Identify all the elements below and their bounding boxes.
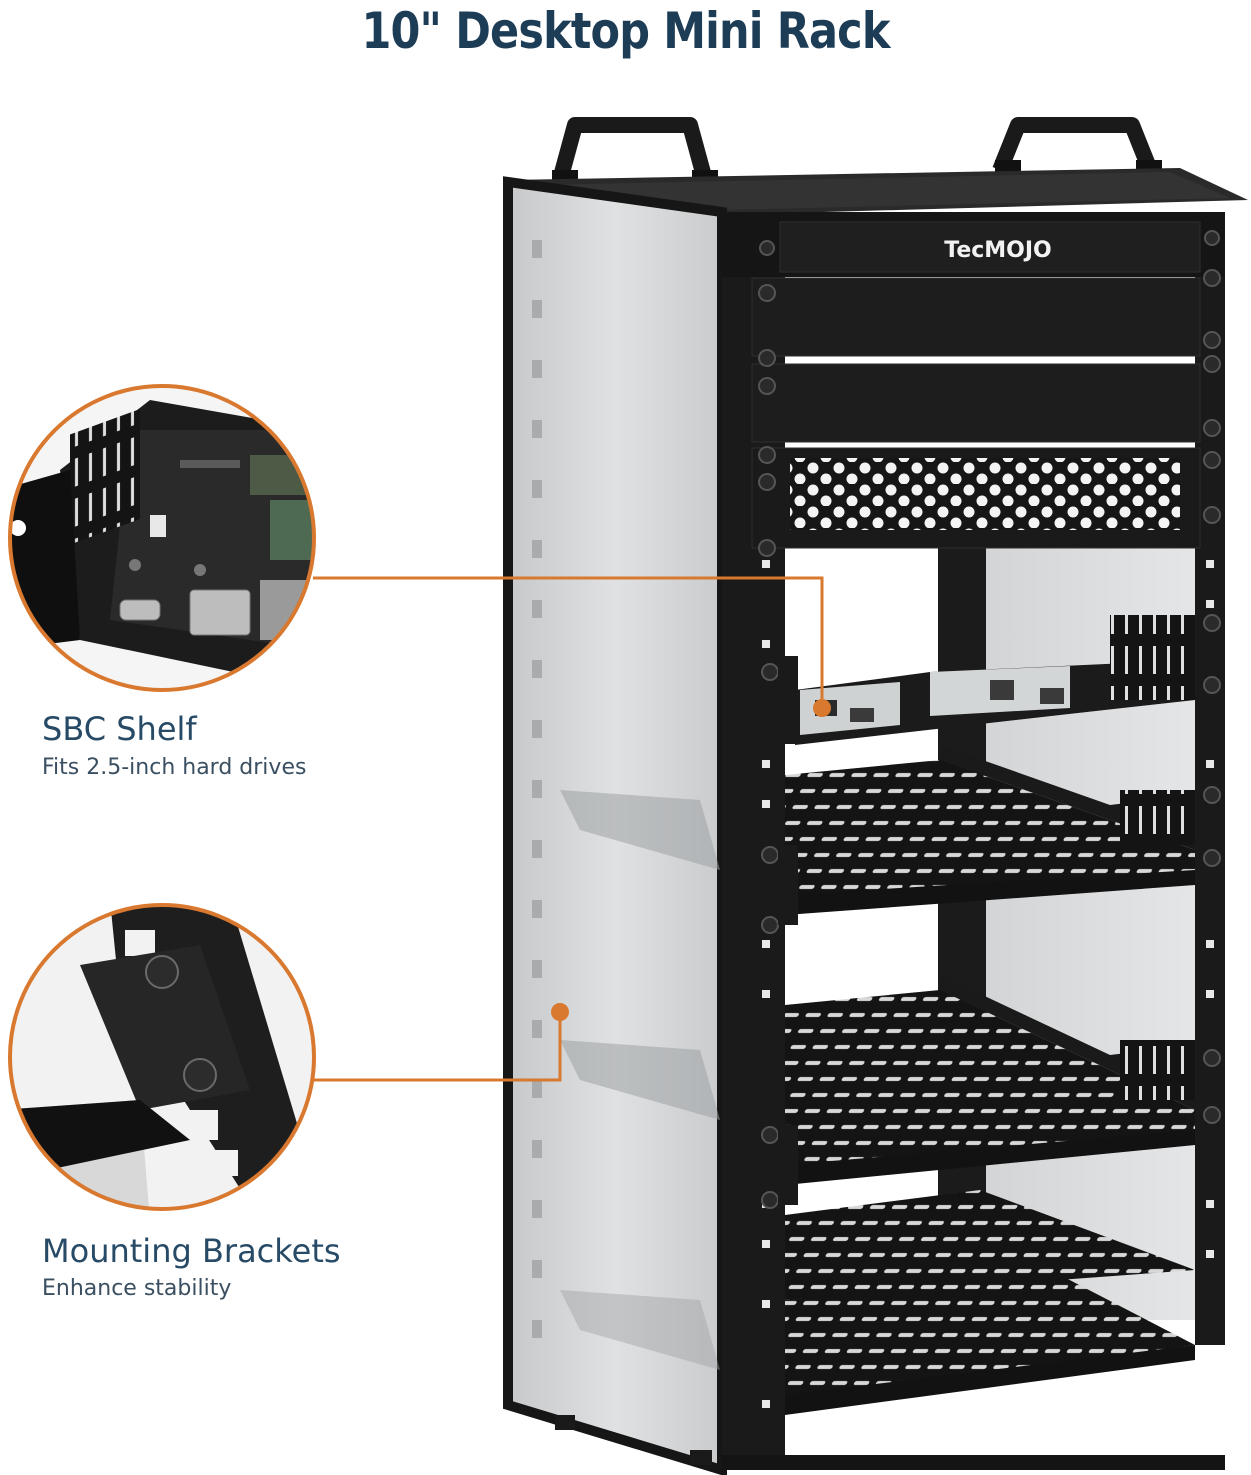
zoom-detail-mounting-brackets (8, 903, 316, 1211)
blank-panel-2 (751, 363, 1201, 443)
page-title: 10" Desktop Mini Rack (361, 2, 890, 60)
zoom-detail-sbc-shelf (8, 384, 316, 692)
callout-marker-sbc-shelf (813, 699, 831, 717)
callout-title-mounting-brackets: Mounting Brackets (42, 1232, 341, 1270)
vented-shelf-1 (778, 745, 1195, 925)
connector-sbc-shelf (313, 576, 824, 706)
brand-logo: TecMOJO (944, 238, 1052, 263)
callout-marker-mounting-brackets (551, 1003, 569, 1021)
mini-rack: TecMOJO (503, 117, 1248, 1475)
sbc-shelf (778, 615, 1195, 745)
callout-subtitle-mounting-brackets: Enhance stability (42, 1276, 232, 1301)
blank-panel-1 (751, 277, 1201, 357)
base-trays (722, 1190, 1225, 1470)
callout-connectors (313, 576, 824, 1082)
callout-subtitle-sbc-shelf: Fits 2.5-inch hard drives (42, 755, 307, 780)
callout-title-sbc-shelf: SBC Shelf (42, 710, 197, 748)
vented-shelf-2 (778, 975, 1195, 1205)
connector-mounting-brackets (313, 1015, 562, 1082)
